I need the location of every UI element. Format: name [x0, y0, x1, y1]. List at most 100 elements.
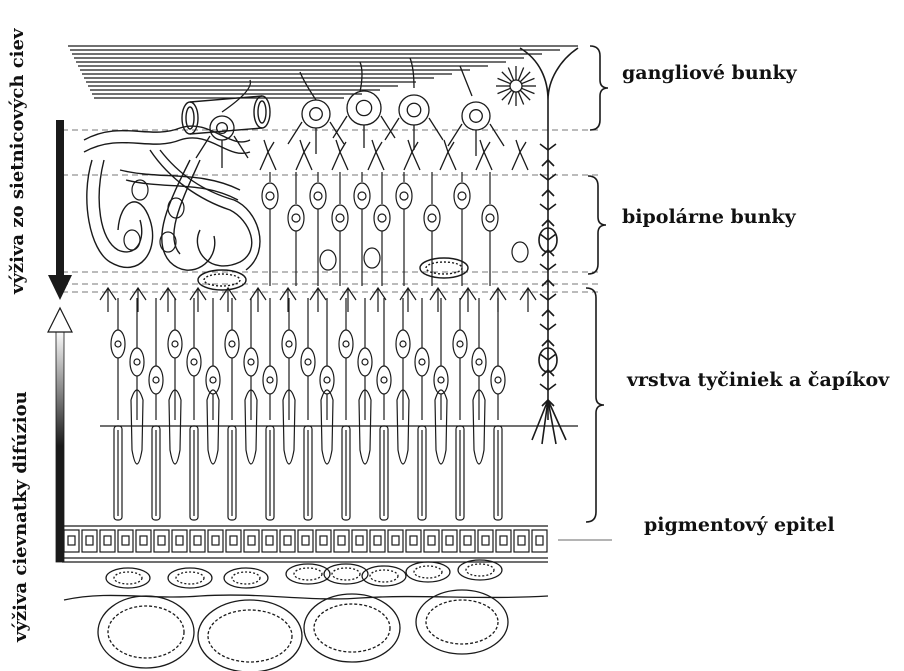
pigment-cell — [136, 530, 151, 552]
pigment-granule — [464, 536, 471, 545]
pigment-cell — [514, 530, 529, 552]
photoreceptor-nucleus — [419, 359, 425, 365]
pigment-granule — [194, 536, 201, 545]
pigment-granule — [284, 536, 291, 545]
pigment-cell — [334, 530, 349, 552]
photoreceptor-nucleus-cell — [149, 366, 163, 394]
ganglion-cells-label: gangliové bunky — [622, 62, 797, 84]
choroid-stroma-line — [64, 595, 548, 600]
dendritic-tuft — [296, 140, 312, 170]
choriocapillaris — [406, 562, 450, 582]
dendritic-tuft — [332, 140, 348, 170]
ganglion-cell — [399, 95, 429, 125]
photoreceptor-nucleus-cell — [472, 348, 486, 376]
photoreceptor-nucleus-cell — [358, 348, 372, 376]
pigment-cell — [352, 530, 367, 552]
pigment-cell — [226, 530, 241, 552]
pigment-granule — [158, 536, 165, 545]
bipolar-nucleus — [336, 214, 344, 222]
horizontal-cell — [320, 250, 336, 270]
photoreceptor-nucleus — [172, 341, 178, 347]
pigment-cell — [172, 530, 187, 552]
choriocapillaris-content — [332, 568, 360, 580]
pigment-granule — [320, 536, 327, 545]
photoreceptor-nucleus-cell — [415, 348, 429, 376]
horizontal-cell — [168, 198, 184, 218]
pigment-granule — [302, 536, 309, 545]
pigment-granule — [518, 536, 525, 545]
bipolar-cell — [288, 205, 304, 231]
pigment-granule — [104, 536, 111, 545]
ganglion-cell — [347, 91, 381, 125]
photoreceptor-nucleus — [362, 359, 368, 365]
blood-vessel — [99, 160, 142, 252]
pigment-granule — [410, 536, 417, 545]
choroid-vessel-content — [108, 606, 184, 658]
muller-cell — [520, 48, 578, 444]
pigment-cell — [100, 530, 115, 552]
pigment-cell — [64, 530, 79, 552]
pigment-granule — [482, 536, 489, 545]
pigment-cell — [478, 530, 493, 552]
choriocapillaris — [168, 568, 212, 588]
photoreceptor-nucleus — [191, 359, 197, 365]
bipolar-nucleus — [314, 192, 322, 200]
dendritic-tuft — [512, 140, 528, 170]
pigment-cell — [262, 530, 277, 552]
pigment-cell — [82, 530, 97, 552]
capillary — [420, 258, 468, 278]
photoreceptor-nucleus-cell — [225, 330, 239, 358]
pigment-granule — [140, 536, 147, 545]
choriocapillaris-content — [370, 570, 398, 582]
pigment-granule — [266, 536, 273, 545]
photoreceptor-nucleus-cell — [168, 330, 182, 358]
ganglion-nucleus — [470, 110, 483, 123]
choriocapillaris-content — [294, 568, 322, 580]
pigment-cell — [460, 530, 475, 552]
pigment-cell — [244, 530, 259, 552]
choroid-vessel-content — [426, 600, 498, 644]
ganglion-nucleus — [356, 100, 371, 115]
pigment-granule — [338, 536, 345, 545]
horizontal-cell — [124, 230, 140, 250]
bipolar-cell — [310, 183, 326, 209]
pigment-granule — [86, 536, 93, 545]
pigment-granule — [122, 536, 129, 545]
photoreceptor-nucleus-cell — [301, 348, 315, 376]
muller-foot — [532, 400, 566, 444]
bipolar-nucleus — [358, 192, 366, 200]
blood-vessel — [150, 150, 252, 266]
bipolar-nucleus — [428, 214, 436, 222]
ganglion-dendrites — [288, 122, 344, 154]
pigment-cell — [532, 530, 547, 552]
ganglion-dendrites — [448, 124, 504, 156]
pigment-granule — [230, 536, 237, 545]
muller-cell-body — [520, 48, 578, 420]
pigment-epithelium-cells — [62, 526, 612, 558]
photoreceptor-nucleus — [400, 341, 406, 347]
choriocapillaris — [224, 568, 268, 588]
pigment-cell — [190, 530, 205, 552]
pigment-granule — [356, 536, 363, 545]
ganglion-dendrites — [333, 116, 395, 148]
pigment-cell — [388, 530, 403, 552]
pigment-granule — [428, 536, 435, 545]
ganglion-dendrites — [196, 136, 248, 168]
choriocapillaris-content — [466, 564, 494, 576]
photoreceptor-nucleus-cell — [396, 330, 410, 358]
choroid-diffusion-nutrition-label: výživa cievnatky difúziou — [10, 391, 31, 642]
choriocapillaris-content — [232, 572, 260, 584]
photoreceptor-nucleus — [210, 377, 216, 383]
vessel-nutrition-arrowhead — [48, 275, 72, 300]
bipolar-cell — [332, 205, 348, 231]
photoreceptor-nucleus — [229, 341, 235, 347]
pigment-granule — [446, 536, 453, 545]
photoreceptor-nucleus-cell — [244, 348, 258, 376]
photoreceptor-nucleus-cell — [339, 330, 353, 358]
vessel-lumen — [258, 101, 266, 123]
pigment-granule — [536, 536, 543, 545]
choroid-vessel — [98, 596, 194, 668]
ganglion-nucleus — [407, 103, 421, 117]
rods-and-cones — [100, 298, 578, 520]
